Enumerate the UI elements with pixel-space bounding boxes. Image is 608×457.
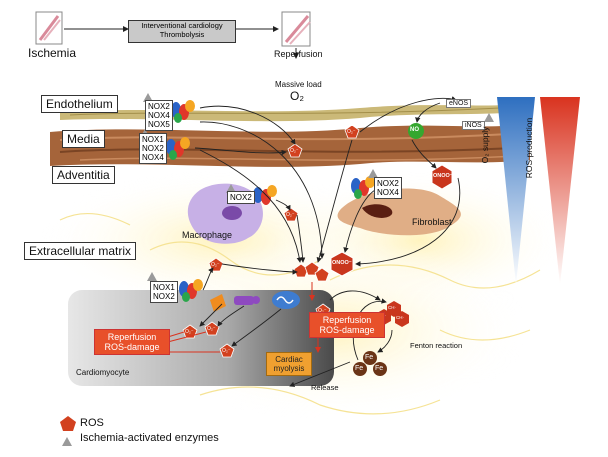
nox-item: NOX2: [377, 179, 399, 188]
nox-item: NOX4: [142, 153, 164, 162]
enos-label: eNOS: [446, 99, 472, 108]
o2-supply-gradient: [497, 97, 535, 285]
pathway-arrows: [194, 96, 461, 387]
ros-production-label: ROS production: [524, 117, 534, 179]
nox-item: NOX2: [153, 292, 175, 301]
ros-symbol: O₂⁻: [211, 262, 220, 268]
onoo-fibroblast-shape: [431, 164, 453, 190]
cardiac-myolysis-line1: Cardiac: [275, 355, 303, 364]
ros-symbol: O₂⁻: [318, 308, 327, 314]
top-flow: [35, 11, 311, 59]
nox-item: NOX4: [377, 188, 399, 197]
reperfusion-damage-right: Reperfusion ROS-damage: [309, 312, 385, 338]
ch-label: CH·: [396, 315, 404, 320]
enzyme-legend-icon: [62, 437, 72, 446]
ros-symbol: O₂⁻: [222, 348, 231, 354]
no-label: NO: [410, 127, 419, 133]
macrophage-label: Macrophage: [182, 230, 233, 240]
adventitia-label: Adventitia: [52, 166, 115, 184]
ischemia-label: Ischemia: [28, 46, 77, 60]
reperfusion-label: Reperfusion: [274, 49, 323, 59]
o2-label: O₂: [290, 89, 304, 103]
media-label: Media: [62, 130, 105, 148]
fenton-reaction-label: Fenton reaction: [410, 341, 463, 350]
release-label: Release: [311, 383, 339, 392]
inos-label: iNOS: [462, 121, 485, 130]
ros-symbol: O₂⁻: [286, 212, 295, 218]
fe-label: Fe: [375, 365, 384, 372]
massive-load-label: Massive load: [275, 80, 322, 89]
ecm-label: Extracellular matrix: [24, 242, 137, 260]
nox-item: NOX5: [148, 120, 170, 129]
legend-icons: [60, 416, 76, 446]
nox-item: NOX2: [142, 144, 164, 153]
reperfusion-damage-left-line2: ROS-damage: [104, 342, 160, 352]
intervention-box: Interventional cardiology Thrombolysis: [128, 20, 236, 43]
ros-symbol: O₂⁻: [207, 326, 216, 332]
nox-item: NOX2: [230, 193, 252, 202]
fibroblast-cell: [337, 188, 461, 236]
reperfusion-damage-right-line2: ROS-damage: [319, 325, 375, 335]
reperfusion-damage-left: Reperfusion ROS-damage: [94, 329, 170, 355]
nox-item: NOX4: [148, 111, 170, 120]
ecm-nox-box: NOX1 NOX2: [150, 281, 178, 303]
cardiac-myolysis-line2: myolysis: [273, 364, 305, 373]
endothelium-label: Endothelium: [41, 95, 118, 113]
organelles: [210, 291, 300, 312]
legend-enzymes-label: Ischemia-activated enzymes: [80, 432, 219, 444]
reperfusion-damage-left-line1: Reperfusion: [107, 332, 157, 342]
ros-symbol: O₂⁻: [290, 148, 299, 154]
legend-ros-label: ROS: [80, 417, 104, 429]
media-layer: [50, 124, 530, 167]
nox-item: NOX1: [142, 135, 164, 144]
iron-atoms: [353, 351, 387, 376]
ros-symbol: O₂⁻: [185, 329, 194, 335]
ch-label: CH·: [388, 305, 396, 310]
endothelium-nox-box: NOX2 NOX4 NOX5: [145, 100, 173, 131]
nox-item: NOX1: [153, 283, 175, 292]
enzyme-clusters: [166, 100, 375, 302]
ros-pentagons: [182, 124, 360, 358]
no-node: [408, 123, 424, 139]
cardiomyocyte-label: Cardiomyocyte: [76, 368, 130, 377]
fe-label: Fe: [355, 365, 364, 372]
fe-label: Fe: [365, 354, 374, 361]
intervention-line1: Interventional cardiology: [141, 21, 223, 30]
macrophage-nox-box: NOX2: [227, 191, 255, 204]
ros-production-gradient: [540, 97, 580, 285]
fibroblast-nox-box: NOX2 NOX4: [374, 177, 402, 199]
cardiac-myolysis-box: Cardiac myolysis: [266, 352, 312, 376]
intervention-line2: Thrombolysis: [159, 30, 205, 39]
fibroblast-label: Fibroblast: [412, 217, 452, 227]
onoo-fibroblast-label: ONOO⁻: [433, 173, 453, 179]
nox-item: NOX2: [148, 102, 170, 111]
ros-legend-icon: [60, 416, 76, 431]
onoo-center-label: ONOO⁻: [332, 260, 352, 266]
reperfusion-damage-right-line1: Reperfusion: [322, 315, 372, 325]
onoo-center-shape: [330, 251, 354, 277]
o2-supply-label: O₂ supply: [480, 126, 490, 164]
media-nox-box: NOX1 NOX2 NOX4: [139, 133, 167, 164]
ros-symbol: O₂⁻: [347, 129, 356, 135]
